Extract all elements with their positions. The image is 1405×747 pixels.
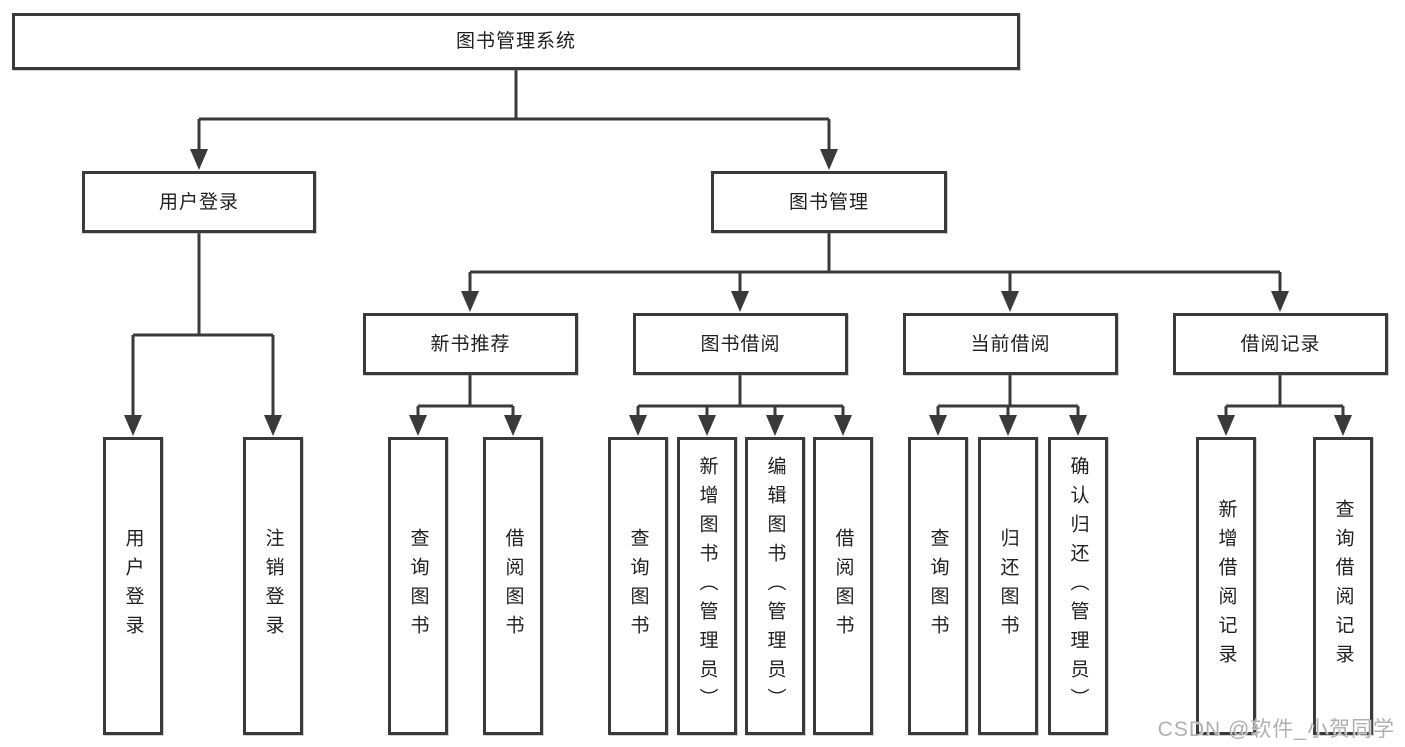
arrowhead	[698, 415, 716, 436]
arrowhead	[504, 415, 522, 436]
node-book-borrowing: 图书借阅	[633, 313, 848, 375]
arrowhead	[264, 415, 282, 436]
arrowhead	[409, 415, 427, 436]
leaf-borrowing-edit-books-admin-label: 编辑图书（管理员）	[764, 455, 786, 717]
leaf-borrowing-query-books-label: 查询图书	[627, 528, 649, 644]
arrowhead	[834, 415, 852, 436]
edge-borrowing-to-leaves	[636, 375, 845, 418]
leaf-records-query-record-label: 查询借阅记录	[1332, 499, 1354, 673]
arrowhead	[1217, 415, 1235, 436]
node-user-login-label: 用户登录	[158, 191, 239, 213]
leaf-borrowing-borrow-books-label: 借阅图书	[832, 528, 854, 644]
edge-root-to-level2	[197, 70, 831, 152]
arrowhead	[999, 415, 1017, 436]
leaf-current-return-books-label: 归还图书	[997, 528, 1019, 644]
leaf-current-confirm-return-admin-label: 确认归还（管理员）	[1067, 455, 1089, 717]
node-new-book-recommendation: 新书推荐	[363, 313, 578, 375]
leaf-borrowing-edit-books-admin: 编辑图书（管理员）	[745, 437, 805, 735]
leaf-borrowing-add-books-admin: 新增图书（管理员）	[677, 437, 737, 735]
node-new-book-recommendation-label: 新书推荐	[430, 333, 511, 355]
edge-current-to-leaves	[936, 375, 1080, 418]
arrowhead	[1334, 415, 1352, 436]
node-book-management-label: 图书管理	[788, 191, 869, 213]
leaf-records-add-record: 新增借阅记录	[1196, 437, 1256, 735]
node-borrowing-records: 借阅记录	[1173, 313, 1388, 375]
leaf-recommend-query-books: 查询图书	[388, 437, 448, 735]
arrowhead	[731, 291, 749, 312]
leaf-records-query-record: 查询借阅记录	[1313, 437, 1373, 735]
leaf-borrowing-add-books-admin-label: 新增图书（管理员）	[696, 455, 718, 717]
leaf-records-add-record-label: 新增借阅记录	[1215, 499, 1237, 673]
edge-bookmgmt-to-level3	[468, 233, 1282, 295]
node-library-system-label: 图书管理系统	[455, 31, 576, 52]
arrowhead	[1001, 291, 1019, 312]
leaf-current-confirm-return-admin: 确认归还（管理员）	[1048, 437, 1108, 735]
arrowhead	[124, 415, 142, 436]
edge-records-to-leaves	[1224, 375, 1345, 418]
arrowhead	[820, 149, 838, 170]
arrowhead	[461, 291, 479, 312]
node-book-borrowing-label: 图书借阅	[700, 333, 781, 355]
leaf-recommend-query-books-label: 查询图书	[407, 528, 429, 644]
node-user-login: 用户登录	[82, 171, 316, 233]
arrowhead	[629, 415, 647, 436]
leaf-current-query-books: 查询图书	[908, 437, 968, 735]
arrowhead	[1271, 291, 1289, 312]
edge-newbook-to-leaves	[416, 375, 515, 418]
node-current-borrowing-label: 当前借阅	[970, 333, 1051, 355]
leaf-borrowing-borrow-books: 借阅图书	[813, 437, 873, 735]
leaf-current-query-books-label: 查询图书	[927, 528, 949, 644]
leaf-current-return-books: 归还图书	[978, 437, 1038, 735]
leaf-recommend-borrow-books: 借阅图书	[483, 437, 543, 735]
leaf-borrowing-query-books: 查询图书	[608, 437, 668, 735]
node-library-system: 图书管理系统	[12, 13, 1020, 70]
leaf-logout-label: 注销登录	[262, 528, 284, 644]
node-current-borrowing: 当前借阅	[903, 313, 1118, 375]
leaf-user-login: 用户登录	[103, 437, 163, 735]
arrowhead	[1069, 415, 1087, 436]
node-borrowing-records-label: 借阅记录	[1240, 333, 1321, 355]
node-book-management: 图书管理	[711, 171, 947, 233]
leaf-logout: 注销登录	[243, 437, 303, 735]
leaf-recommend-borrow-books-label: 借阅图书	[502, 528, 524, 644]
arrowhead	[766, 415, 784, 436]
watermark: CSDN @软件_小贺同学	[1157, 718, 1395, 741]
leaf-user-login-label: 用户登录	[122, 528, 144, 644]
arrowhead	[929, 415, 947, 436]
edge-userlogin-to-leaves	[131, 233, 275, 418]
arrowhead	[190, 149, 208, 170]
